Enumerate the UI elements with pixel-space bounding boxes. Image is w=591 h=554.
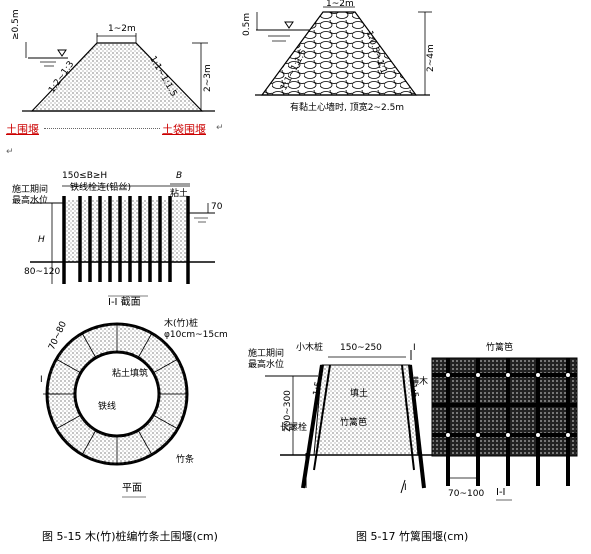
s515-clay-label: 粘土 [170,189,189,199]
p515-wire-label: 铁线 [98,402,117,412]
s515-width-label: 150≤B≥H [62,171,108,181]
tr-crest-label: 1~2m [326,0,354,9]
p515-fill-label: 粘土填筑 [112,369,149,379]
earth-cofferdam-drawing [22,33,215,112]
p515-pile-2: φ10cm~15cm [164,330,228,340]
s515-water-2: 最高水位 [12,196,49,206]
s517-cage: 竹篱笆 [340,418,368,428]
bamboo-section-drawing [265,350,432,494]
s515-water-1: 施工期间 [12,185,49,195]
bamboo-fence-grid-drawing [431,357,578,501]
sandbag-cofferdam-link[interactable]: 土袋围堰 [162,123,206,136]
s517-water-1: 施工期间 [248,349,285,359]
tr-height: 2~4m [426,44,436,72]
p515-section-mark: I [40,375,43,385]
s515-wire-label: 铁线栓连(铅丝) [70,183,132,193]
s517-section-mark-bottom: I [404,483,407,493]
return-mark-2: ↵ [6,147,14,157]
s515-h-label: H [38,235,45,245]
s517-spacing: 70~100 [448,489,485,499]
tr-note: 有黏土心墙时, 顶宽2~2.5m [290,103,405,113]
dotted-leader [44,128,160,129]
p515-plan-title: 平面 [122,483,142,494]
p515-pile-1: 木(竹)桩 [164,319,199,329]
s515-b-label: B [176,171,183,181]
s517-section-mark-top: I [413,343,416,353]
tr-depth-label: 0.5m [242,12,252,36]
caption-fig-5-15: 图 5-15 木(竹)桩编竹条土围堰(cm) [42,530,218,543]
return-mark-1: ↵ [216,123,224,133]
p515-strip-label: 竹条 [176,455,195,465]
earth-cofferdam-link[interactable]: 土围堰 [6,123,39,136]
s517-long-pile: 长螺栓 [280,423,308,433]
sandbag-cofferdam-drawing [255,6,432,96]
tl-depth-label: ≥0.5m [11,9,21,40]
s517-fill: 填土 [350,389,369,399]
s517-water-2: 最高水位 [248,360,285,370]
tl-height: 2~3m [203,64,213,92]
pile-plan-drawing [43,322,189,498]
caption-fig-5-17: 图 5-17 竹篱围堰(cm) [356,530,469,543]
s517-top-width: 150~250 [340,343,382,353]
pile-section-drawing [30,183,215,297]
s515-top-dim: 70 [211,202,223,212]
s517-section-title: I-I [496,487,506,498]
tl-crest-label: 1~2m [108,24,136,34]
s517-small-pile: 小木桩 [296,343,324,353]
s517-cage-top: 竹篱笆 [486,343,514,353]
s515-section-title: I-I 截面 [108,297,141,308]
s515-embed-label: 80~120 [24,267,61,277]
s517-cross-bar: 横木 [410,377,429,387]
